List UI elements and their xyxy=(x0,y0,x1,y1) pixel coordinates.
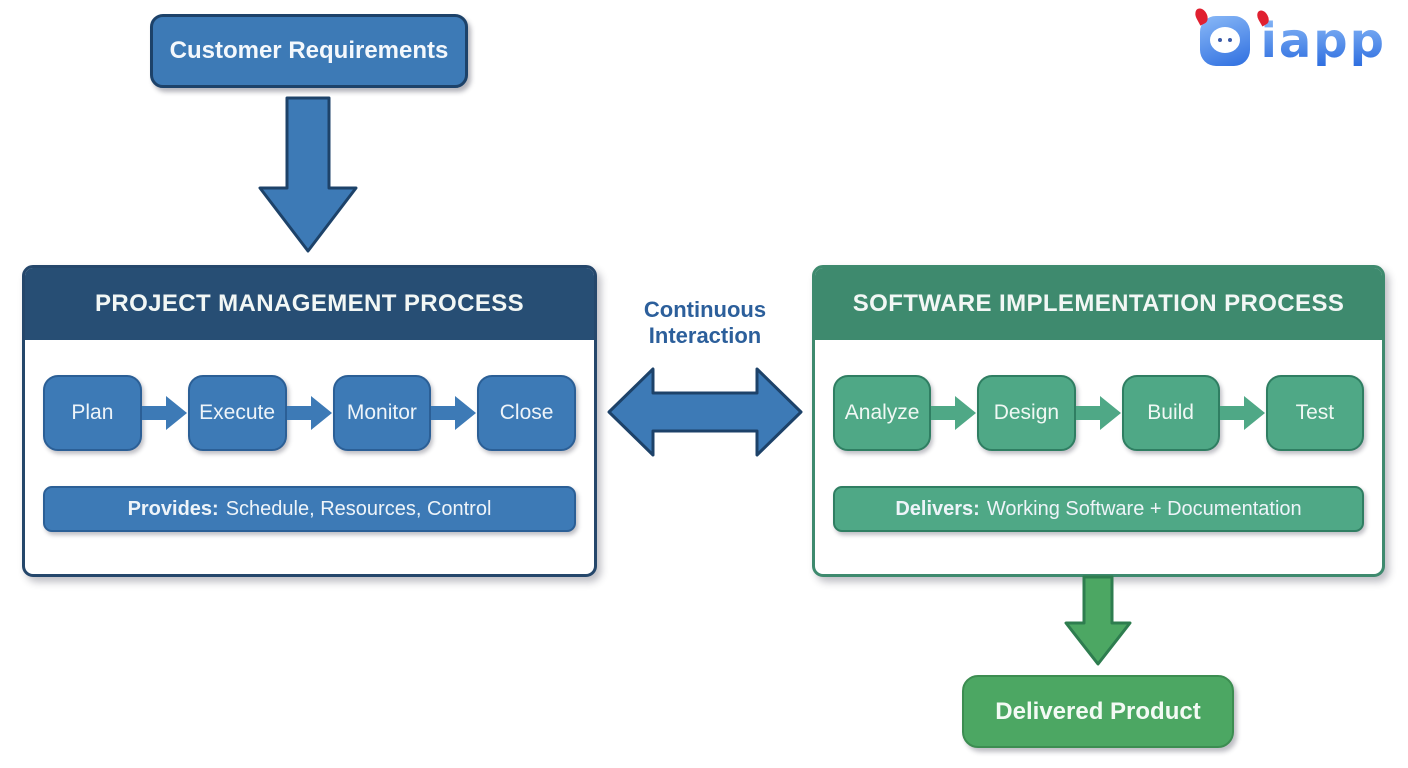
step-build-label: Build xyxy=(1147,401,1194,424)
step-execute-label: Execute xyxy=(199,401,276,424)
double-arrow-interaction-icon xyxy=(607,367,803,457)
iapp-mascot-icon xyxy=(1193,6,1251,66)
project-management-panel: PROJECT MANAGEMENT PROCESS Plan Execute … xyxy=(22,265,597,577)
step-execute: Execute xyxy=(187,375,287,451)
sw-panel-title: SOFTWARE IMPLEMENTATION PROCESS xyxy=(852,290,1345,317)
arrow-down-sw-to-product-icon xyxy=(1064,575,1132,666)
pm-provides-label: Provides: xyxy=(127,497,219,520)
arrow-down-customer-to-pm-icon xyxy=(258,96,358,253)
interaction-line1: Continuous xyxy=(643,297,767,322)
pm-provides-text: Schedule, Resources, Control xyxy=(225,497,492,520)
step-close: Close xyxy=(477,375,576,451)
step-build: Build xyxy=(1121,375,1220,451)
mascot-ear-accent xyxy=(1193,6,1211,26)
software-implementation-panel: SOFTWARE IMPLEMENTATION PROCESS Analyze … xyxy=(812,265,1385,577)
sw-delivers-label: Delivers: xyxy=(895,497,980,520)
step-plan: Plan xyxy=(43,375,142,451)
arrow-right-icon xyxy=(286,396,332,430)
delivered-product-node: Delivered Product xyxy=(962,675,1234,748)
arrow-right-icon xyxy=(931,396,977,430)
customer-requirements-node: Customer Requirements xyxy=(150,14,468,88)
sw-delivers-bar: Delivers: Working Software + Documentati… xyxy=(833,486,1364,532)
pm-provides-bar: Provides: Schedule, Resources, Control xyxy=(43,486,576,532)
iapp-logo: iapp xyxy=(1193,6,1386,68)
sw-panel-header: SOFTWARE IMPLEMENTATION PROCESS xyxy=(815,268,1382,340)
mascot-face xyxy=(1210,27,1241,53)
step-monitor-label: Monitor xyxy=(346,401,417,424)
step-design-label: Design xyxy=(993,401,1060,424)
step-analyze: Analyze xyxy=(833,375,932,451)
step-design: Design xyxy=(977,375,1076,451)
interaction-line2: Interaction xyxy=(648,323,762,348)
pm-panel-header: PROJECT MANAGEMENT PROCESS xyxy=(25,268,594,340)
iapp-wordmark: iapp xyxy=(1255,8,1386,66)
arrow-right-icon xyxy=(431,396,477,430)
step-analyze-label: Analyze xyxy=(844,401,920,424)
pm-panel-title: PROJECT MANAGEMENT PROCESS xyxy=(94,290,525,317)
continuous-interaction-label: Continuous Interaction xyxy=(608,297,802,349)
step-test-label: Test xyxy=(1295,401,1335,424)
pm-steps-row: Plan Execute Monitor Close xyxy=(43,375,576,451)
step-test: Test xyxy=(1265,375,1364,451)
step-close-label: Close xyxy=(499,401,554,424)
step-plan-label: Plan xyxy=(71,401,114,424)
sw-steps-row: Analyze Design Build Test xyxy=(833,375,1364,451)
arrow-right-icon xyxy=(1075,396,1121,430)
delivered-product-label: Delivered Product xyxy=(995,697,1201,725)
step-monitor: Monitor xyxy=(332,375,432,451)
arrow-right-icon xyxy=(1219,396,1265,430)
arrow-right-icon xyxy=(141,396,187,430)
customer-requirements-label: Customer Requirements xyxy=(169,37,449,64)
sw-delivers-text: Working Software + Documentation xyxy=(986,497,1302,520)
